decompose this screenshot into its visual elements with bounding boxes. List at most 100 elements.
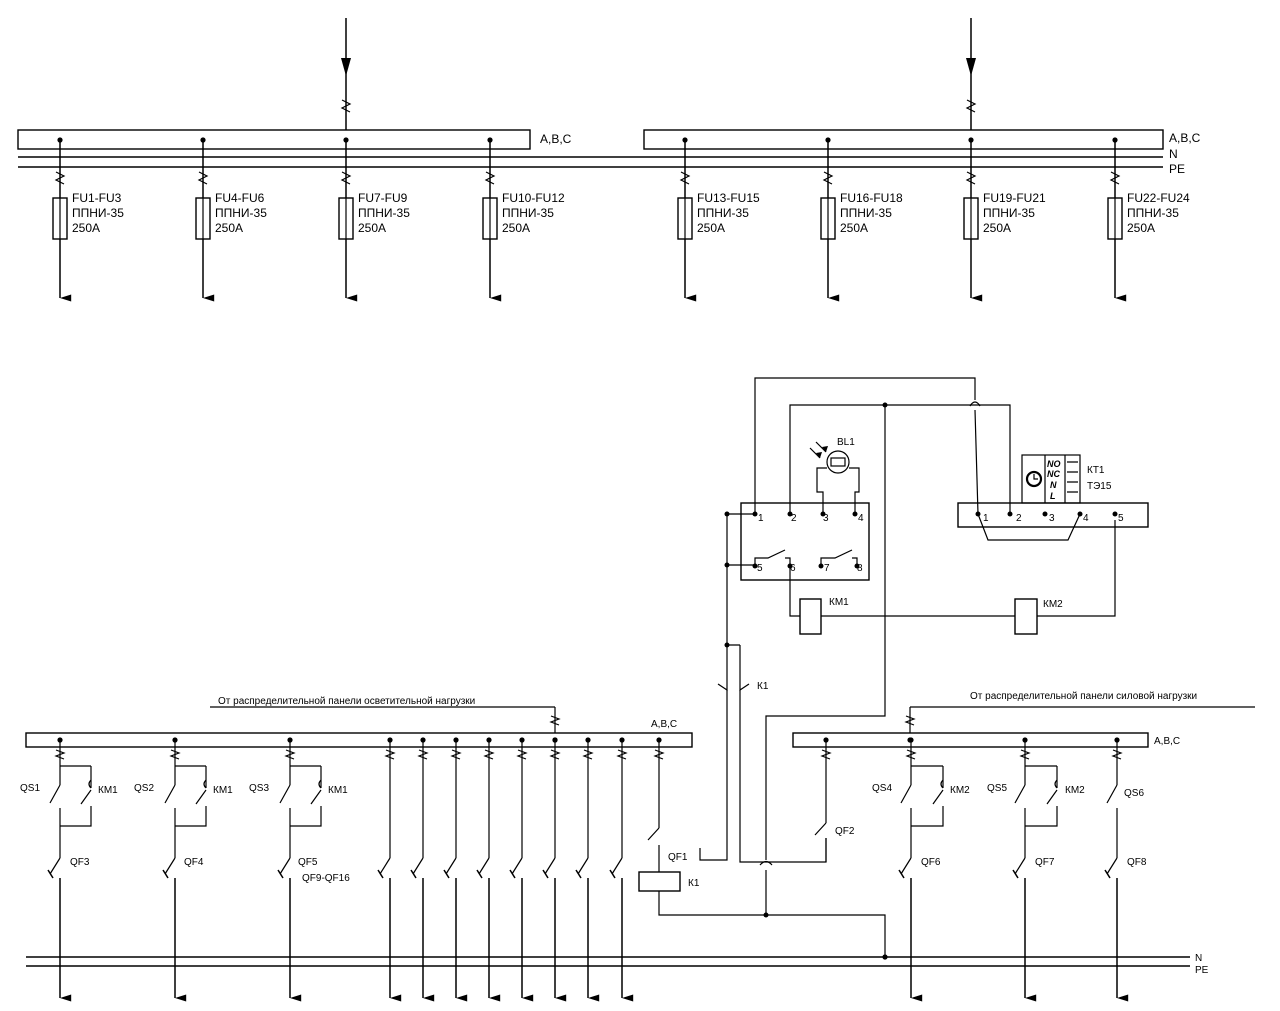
fuse-label-line: FU1-FU3 bbox=[72, 191, 122, 205]
relay-terminal-5: 5 bbox=[757, 563, 763, 574]
top-pe-label: PE bbox=[1169, 162, 1185, 176]
bottom-section: От распределительной панели осветительно… bbox=[20, 691, 1255, 1002]
breaker-blade bbox=[1106, 857, 1118, 875]
control-section: BL1 NO NC N L КТ1 ТЭ15 1 2 3 4 5 6 7 8 1… bbox=[699, 377, 1149, 918]
relay-contact-7-8 bbox=[820, 549, 858, 566]
bus-tap-dot bbox=[656, 737, 662, 743]
cable-break bbox=[820, 749, 832, 760]
right-source-dot bbox=[907, 737, 913, 743]
bottom-pe-label: PE bbox=[1195, 965, 1209, 976]
fuse-label-line: FU7-FU9 bbox=[358, 191, 408, 205]
fuse-label-line: FU19-FU21 bbox=[983, 191, 1046, 205]
qf3-label: QF3 bbox=[70, 857, 90, 868]
kt1-label: КТ1 bbox=[1087, 465, 1105, 476]
cable-break bbox=[582, 749, 594, 760]
incoming-feed-right bbox=[965, 18, 977, 140]
qf4-label: QF4 bbox=[184, 857, 204, 868]
qf-group-branch-1 bbox=[377, 737, 402, 1002]
fuse-label-line: FU22-FU24 bbox=[1127, 191, 1190, 205]
cable-break bbox=[1019, 749, 1031, 760]
timer-terminal-4: 4 bbox=[1083, 513, 1089, 524]
breaker-mark bbox=[162, 869, 169, 879]
fuse-label-line: 250А bbox=[1127, 221, 1155, 235]
km-contact bbox=[60, 789, 92, 827]
qf-group-branch-7 bbox=[575, 737, 600, 1002]
wire-l-supply bbox=[726, 513, 755, 646]
cable-break bbox=[549, 749, 561, 760]
qs6-branch bbox=[1104, 737, 1129, 1002]
n-junction-dot bbox=[882, 954, 888, 960]
k1-contact-label: К1 bbox=[757, 681, 769, 692]
fuse-label-line: 250А bbox=[697, 221, 725, 235]
cable-break bbox=[484, 171, 496, 185]
bl1-label: BL1 bbox=[837, 437, 855, 448]
qs4-branch bbox=[898, 737, 944, 1002]
qf-group-branch-5 bbox=[509, 737, 534, 1002]
breaker-mark bbox=[509, 869, 516, 879]
timer-terminal-1: 1 bbox=[983, 513, 989, 524]
right-source-break bbox=[904, 715, 916, 726]
qs3-branch bbox=[277, 737, 322, 1002]
qf2-branch bbox=[814, 740, 827, 862]
fuse-label-line: ППНИ-35 bbox=[358, 206, 410, 220]
breaker-blade bbox=[445, 857, 457, 875]
kt1-face-no: NO bbox=[1047, 459, 1061, 469]
km-contact bbox=[290, 789, 322, 827]
breaker-mark bbox=[377, 869, 384, 879]
fuse-label-line: FU13-FU15 bbox=[697, 191, 760, 205]
cable-break bbox=[1111, 749, 1123, 760]
top-section: A,B,C A,B,C N PE FU1-FU3ППНИ-35250АFU4-F… bbox=[17, 18, 1201, 302]
cable-break bbox=[417, 749, 429, 760]
power-busbar bbox=[792, 732, 1149, 748]
k1-coil-label: К1 bbox=[688, 878, 700, 889]
km1-b-label: КМ1 bbox=[213, 785, 233, 796]
relay-terminal-6: 6 bbox=[790, 563, 796, 574]
qf2-label: QF2 bbox=[835, 826, 855, 837]
lighting-bus-label: A,B,C bbox=[651, 719, 677, 730]
qf7-label: QF7 bbox=[1035, 857, 1055, 868]
breaker-blade bbox=[544, 857, 556, 875]
fuse-label-line: FU10-FU12 bbox=[502, 191, 565, 205]
qs1-label: QS1 bbox=[20, 783, 40, 794]
fuse-label-line: ППНИ-35 bbox=[502, 206, 554, 220]
wire-relay6-km1 bbox=[789, 566, 800, 617]
km2-a-label: КМ2 bbox=[950, 785, 970, 796]
qf-group-branch-3 bbox=[443, 737, 468, 1002]
qs5-branch bbox=[1012, 737, 1058, 1002]
cable-break bbox=[340, 171, 352, 185]
relay-terminal-7: 7 bbox=[824, 563, 830, 574]
bus-tap-dot bbox=[823, 737, 829, 743]
timer-internal-link bbox=[977, 513, 1081, 541]
breaker-mark bbox=[609, 869, 616, 879]
wire-n-supply bbox=[765, 405, 886, 860]
breaker-blade bbox=[1014, 857, 1026, 875]
cable-break bbox=[169, 749, 181, 760]
cable-break bbox=[516, 749, 528, 760]
breaker-blade bbox=[412, 857, 424, 875]
breaker-blade bbox=[577, 857, 589, 875]
breaker-mark bbox=[1104, 869, 1111, 879]
qf-group-branch-8 bbox=[609, 737, 634, 1002]
wire-relay2-timer2 bbox=[789, 404, 1011, 514]
breaker-blade bbox=[611, 857, 623, 875]
wire-km2-timer5 bbox=[1037, 520, 1116, 617]
left-source-break bbox=[549, 715, 561, 726]
qf8-label: QF8 bbox=[1127, 857, 1147, 868]
breaker-mark bbox=[410, 869, 417, 879]
cable-break bbox=[450, 749, 462, 760]
relay-terminal-2: 2 bbox=[791, 513, 797, 524]
relay-terminal-4: 4 bbox=[858, 513, 864, 524]
km-contact-hook bbox=[318, 779, 322, 789]
breaker-blade bbox=[279, 857, 291, 875]
cable-break bbox=[284, 749, 296, 760]
fuse-label-line: 250А bbox=[502, 221, 530, 235]
km-contact bbox=[1025, 789, 1058, 827]
breaker-blade bbox=[379, 857, 391, 875]
qs3-label: QS3 bbox=[249, 783, 269, 794]
